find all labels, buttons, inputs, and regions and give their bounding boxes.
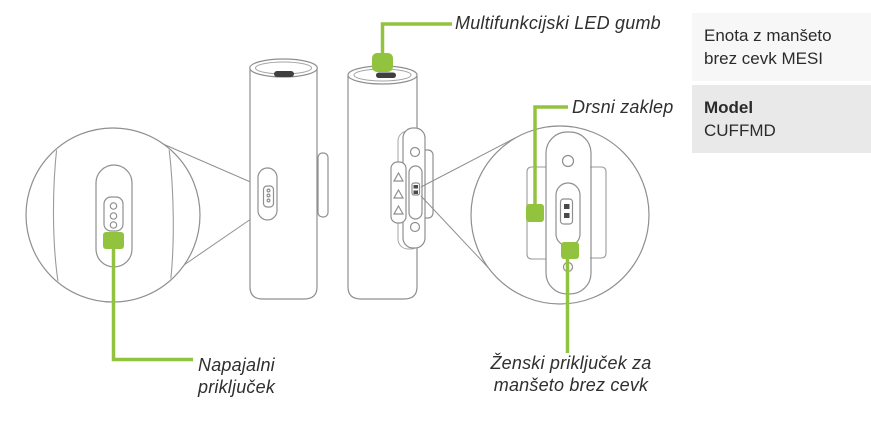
- product-name: Enota z manšeto brez cevk MESI: [704, 26, 832, 68]
- right-projection-lines: [420, 137, 516, 279]
- leader-lines: [111, 22, 570, 362]
- power-connector-label: Napajalni priključek: [198, 355, 276, 397]
- sliding-lock-leader-line: [533, 105, 568, 206]
- triangle-button: [392, 171, 405, 182]
- model-box: Model CUFFMD: [692, 85, 871, 153]
- led-button-label: Multifunkcijski LED gumb: [455, 13, 661, 33]
- markers: [103, 53, 579, 259]
- product-name-box: Enota z manšeto brez cevk MESI: [692, 13, 871, 81]
- female-connector-marker: [561, 242, 579, 259]
- sliding-lock-label: Drsni zaklep: [572, 97, 674, 117]
- female-connector-label: Ženski priključek za manšeto brez cevk: [490, 353, 652, 395]
- sliding-lock-marker: [526, 204, 544, 222]
- side-rail: [390, 127, 426, 250]
- led-button-marker: [372, 53, 393, 72]
- info-panel: Enota z manšeto brez cevk MESI Model CUF…: [692, 13, 871, 153]
- model-value: CUFFMD: [704, 121, 776, 140]
- device-front-view: [347, 65, 434, 300]
- button-plate: [390, 161, 407, 224]
- left-magnifier: [25, 127, 201, 303]
- right-magnifier: [470, 125, 650, 305]
- device-clip: [317, 152, 329, 218]
- power-connector-marker: [103, 232, 124, 249]
- model-label: Model: [704, 98, 754, 117]
- led-button-leader-line: [380, 22, 452, 54]
- top-slot: [376, 72, 396, 78]
- triangle-button: [392, 188, 405, 199]
- device-side-view: [249, 58, 329, 300]
- top-slot: [274, 71, 294, 77]
- triangle-button: [392, 204, 405, 215]
- power-connector-leader-line: [111, 246, 193, 362]
